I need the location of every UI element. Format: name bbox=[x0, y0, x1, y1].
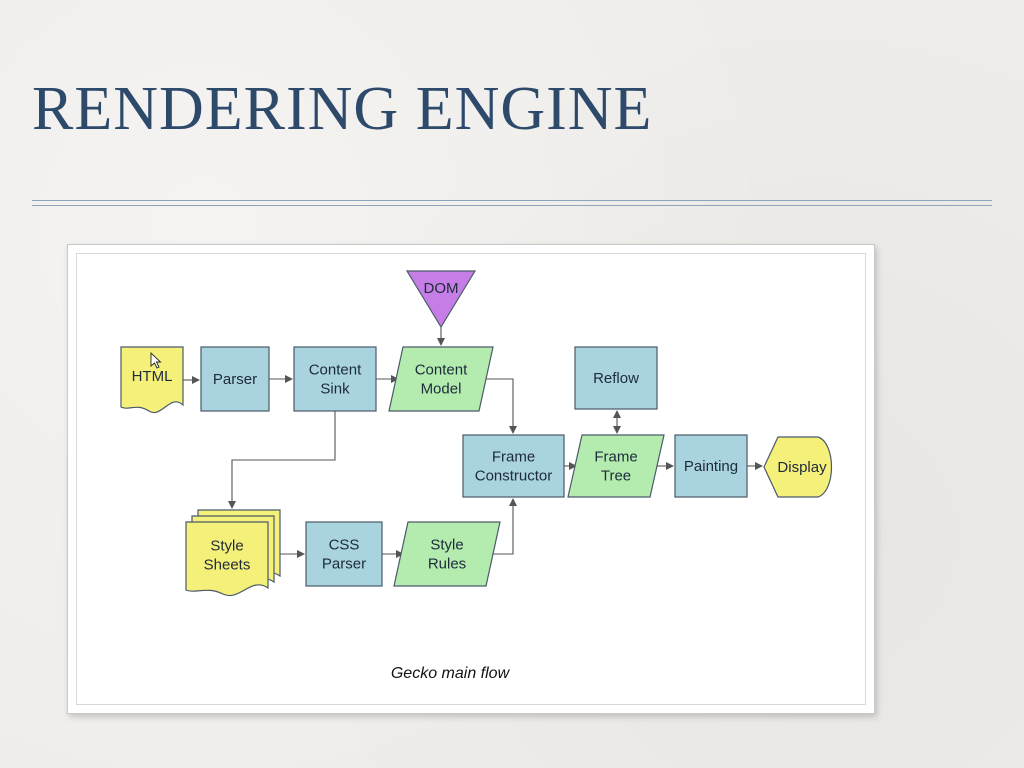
frame-constructor-label: Frame bbox=[492, 449, 535, 466]
style-sheets-label: Sheets bbox=[204, 557, 251, 574]
content-sink-label: Content bbox=[309, 362, 362, 379]
node-painting: Painting bbox=[674, 434, 748, 498]
figure-inner-border bbox=[76, 253, 866, 705]
frame-constructor-shape bbox=[462, 434, 565, 498]
title-divider-top bbox=[32, 200, 992, 201]
frame-tree-label: Frame bbox=[594, 449, 637, 466]
slide-title: RENDERING ENGINE bbox=[32, 75, 653, 143]
edge-content-sink-to-style-sheets bbox=[228, 411, 336, 509]
painting-label: Painting bbox=[684, 458, 738, 475]
content-model-label: Model bbox=[421, 381, 462, 398]
dom-shape bbox=[405, 270, 477, 329]
reflow-label: Reflow bbox=[593, 370, 639, 387]
display-label: Display bbox=[777, 459, 827, 476]
edges-layer bbox=[183, 327, 763, 558]
node-reflow: Reflow bbox=[574, 346, 658, 410]
node-parser: Parser bbox=[200, 346, 270, 412]
content-model-label: Content bbox=[415, 362, 468, 379]
node-html: HTML bbox=[120, 346, 184, 414]
title-divider-bottom bbox=[32, 205, 992, 206]
node-display: Display bbox=[763, 436, 833, 498]
parser-label: Parser bbox=[213, 371, 257, 388]
html-label: HTML bbox=[132, 368, 173, 385]
figure-caption: Gecko main flow bbox=[390, 665, 510, 682]
css-parser-label: Parser bbox=[322, 556, 366, 573]
parser-shape bbox=[200, 346, 270, 412]
frame-tree-label: Tree bbox=[601, 468, 631, 485]
style-sheets-label: Style bbox=[210, 538, 243, 555]
style-sheets-shape bbox=[185, 521, 269, 597]
edge-content-model-to-frame-constructor bbox=[486, 378, 517, 434]
edge-style-rules-to-frame-constructor bbox=[493, 498, 517, 555]
css-parser-label: CSS bbox=[329, 537, 360, 554]
css-parser-shape bbox=[305, 521, 383, 587]
node-css-parser: CSS Parser bbox=[305, 521, 383, 587]
frame-tree-shape bbox=[567, 434, 665, 498]
display-shape bbox=[763, 436, 833, 498]
style-rules-label: Style bbox=[430, 537, 463, 554]
frame-constructor-label: Constructor bbox=[475, 468, 553, 485]
style-rules-label: Rules bbox=[428, 556, 466, 573]
node-dom: DOM bbox=[405, 270, 477, 329]
html-shape bbox=[120, 346, 184, 414]
style-rules-shape bbox=[393, 521, 501, 587]
content-model-shape bbox=[388, 346, 494, 412]
painting-shape bbox=[674, 434, 748, 498]
content-sink-label: Sink bbox=[320, 381, 350, 398]
reflow-shape bbox=[574, 346, 658, 410]
cursor-icon bbox=[150, 351, 162, 369]
content-sink-shape bbox=[293, 346, 377, 412]
dom-label: DOM bbox=[424, 280, 459, 297]
